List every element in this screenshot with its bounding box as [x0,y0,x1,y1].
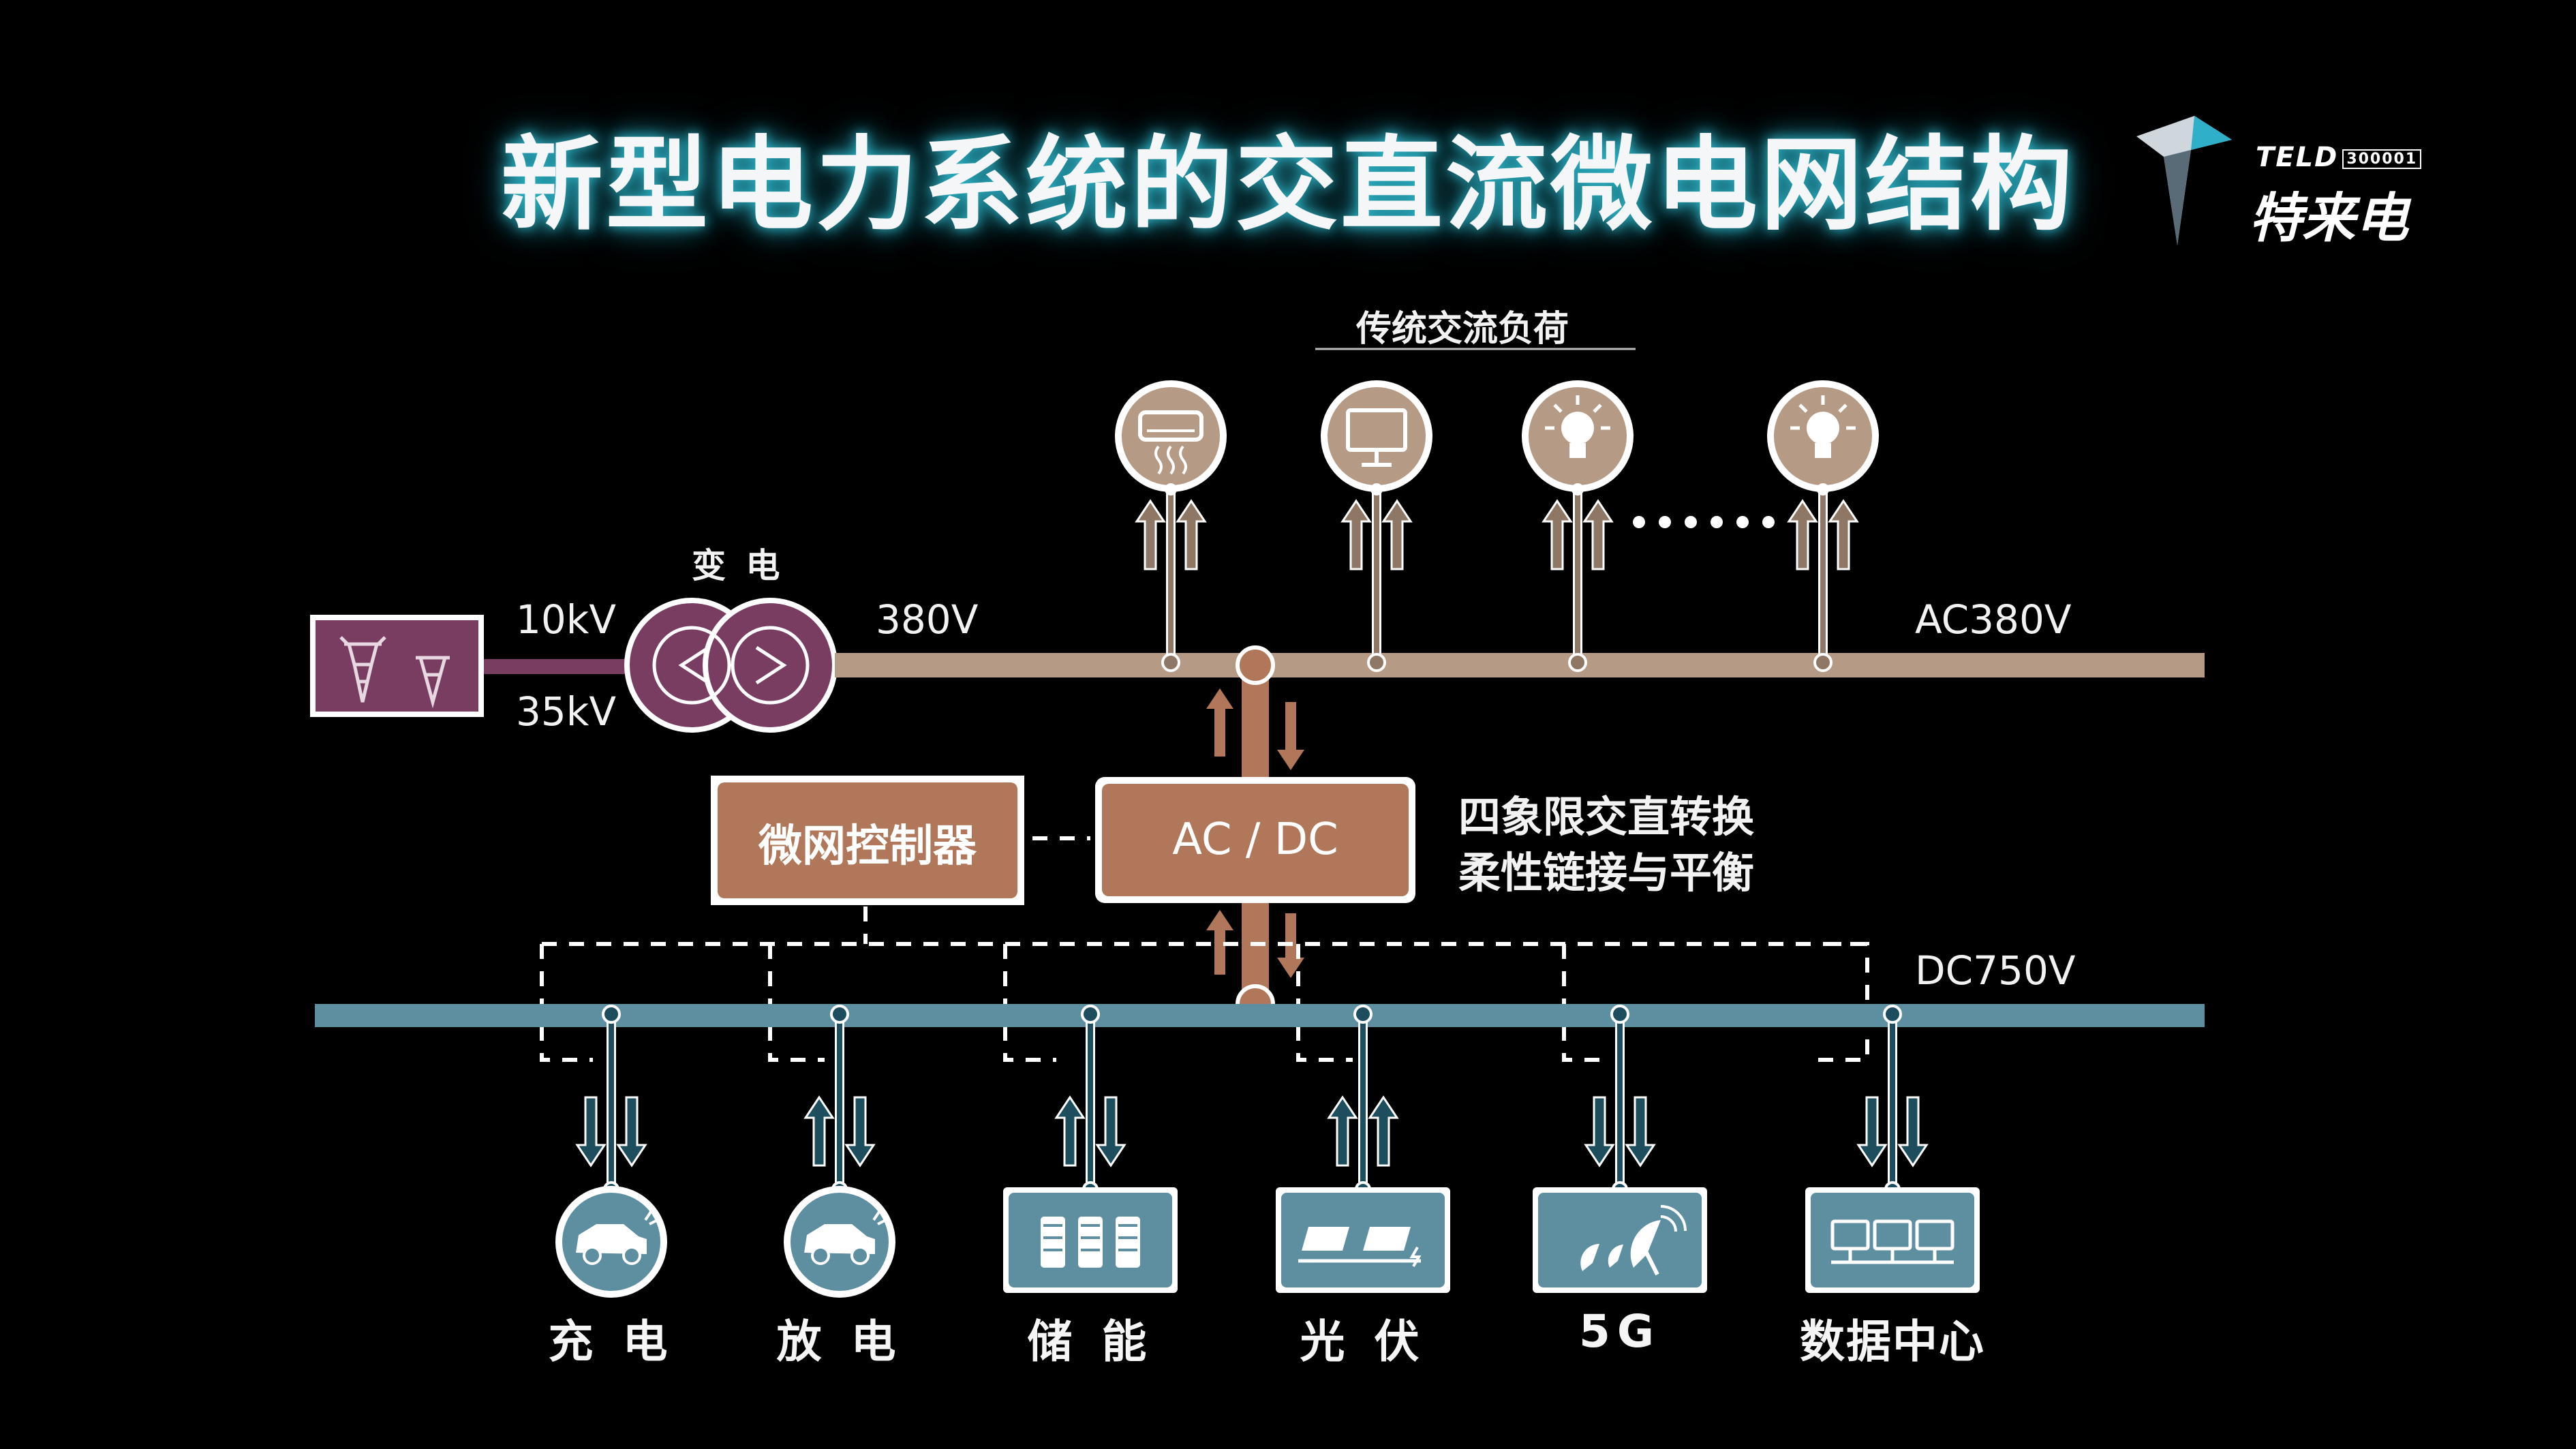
grid-feeder-line [484,659,654,674]
logo-brand-cn: 特来电 [2249,188,2409,249]
light-bulb-icon [1522,380,1634,495]
ac-load-3 [1522,380,1634,672]
dc-load-flow-arrow [575,1096,647,1168]
dc-load-label: 储 能 [1027,1315,1154,1368]
acdc-converter-box [1102,784,1409,896]
ev-charging-icon [555,1186,667,1298]
dc-load-flow-arrow [803,1095,876,1168]
acdc-converter-label: AC / DC [1172,814,1338,865]
dc-load-label: 光 伏 [1300,1315,1426,1368]
data-center-icon [1805,1187,1980,1293]
teld-logo-icon [2136,116,2232,245]
input-voltage-top: 10kV [516,596,617,643]
ac-bus [835,653,2205,677]
ac-load-2 [1321,380,1432,672]
dc-load-1 [555,1005,667,1298]
dc-load-flow-arrow [1054,1095,1126,1168]
satellite-dish-icon [1533,1187,1707,1293]
monitor-icon [1321,380,1432,495]
ac-load-1 [1115,380,1227,672]
dc-loads [555,1005,1980,1298]
dc-load-flow-arrow [1584,1096,1656,1168]
dc-load-label: 充 电 [548,1315,675,1368]
light-bulb-icon [1767,380,1879,495]
grid-source-box [310,615,484,717]
converter-description-2: 柔性链接与平衡 [1458,848,1755,898]
output-voltage: 380V [876,596,979,643]
dc-load-flow-arrow [1856,1096,1929,1168]
dc-load-label: 放 电 [776,1315,903,1368]
ac-load-flow-arrow [1787,499,1859,570]
control-signal-dashes [540,906,1869,1062]
dc-load-2 [784,1005,895,1298]
transmission-tower-icon [339,636,450,709]
ac-bus-node [1236,645,1275,685]
dc-load-4 [1276,1005,1450,1293]
solar-panel-icon [1276,1187,1450,1293]
dc-bus-label: DC750V [1915,947,2076,994]
ac-load-flow-arrow [1135,499,1207,570]
ac-load-4 [1767,380,1879,672]
input-voltage-bottom: 35kV [516,688,617,735]
transformer-icon [624,598,838,733]
battery-storage-icon [1003,1187,1178,1293]
converter-description-1: 四象限交直转换 [1458,792,1755,842]
dc-bus [315,1004,2205,1027]
ac-loads-header: 传统交流负荷 [1356,309,1569,350]
air-conditioner-icon [1115,380,1227,495]
transform-label: 变 电 [692,546,784,585]
dc-load-flow-arrow [1327,1095,1399,1167]
ac-load-flow-arrow [1340,499,1413,570]
dc-load-label: 数据中心 [1800,1315,1985,1368]
ac-loads [1115,380,1879,672]
ac-loads-ellipsis [1633,516,1775,528]
dc-load-5 [1533,1005,1707,1293]
ac-bus-label: AC380V [1915,596,2072,643]
dc-load-3 [1003,1005,1178,1293]
controller-label: 微网控制器 [758,821,977,872]
page-title: 新型电力系统的交直流微电网结构 [500,126,2075,245]
dc-load-6 [1805,1005,1980,1293]
controller-box [718,782,1017,898]
ac-load-flow-arrow [1542,499,1614,570]
dc-load-label: 5G [1578,1305,1661,1358]
ev-discharge-icon [784,1186,895,1298]
